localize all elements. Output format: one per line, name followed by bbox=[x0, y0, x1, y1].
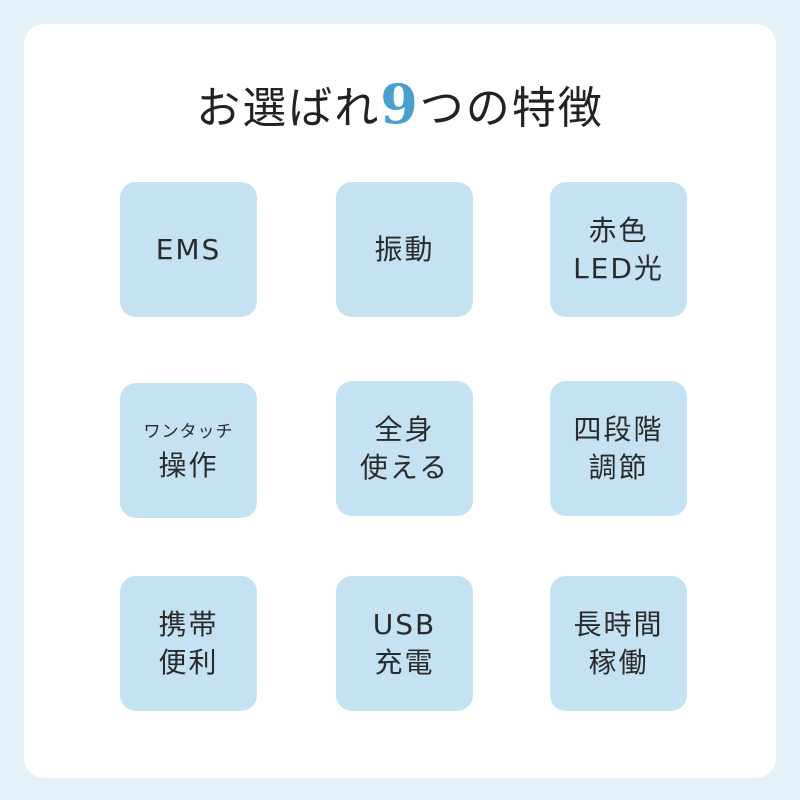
feature-label: 調節 bbox=[588, 450, 649, 484]
feature-vibration: 振動 bbox=[336, 182, 473, 317]
feature-one-touch: ワンタッチ操作 bbox=[120, 383, 257, 518]
page-title: お選ばれ9つの特徴 bbox=[0, 72, 800, 136]
feature-ems: EMS bbox=[120, 182, 257, 317]
feature-label: 四段階 bbox=[573, 412, 664, 446]
feature-label: 操作 bbox=[158, 448, 219, 482]
feature-label: 全身 bbox=[374, 412, 435, 446]
feature-label: ワンタッチ bbox=[143, 421, 234, 442]
feature-long-runtime: 長時間稼働 bbox=[550, 576, 687, 711]
feature-portable: 携帯便利 bbox=[120, 576, 257, 711]
feature-label: USB bbox=[372, 607, 437, 641]
feature-label: 長時間 bbox=[573, 607, 664, 641]
title-text-end: つの特徴 bbox=[419, 83, 604, 134]
feature-label: LED光 bbox=[573, 251, 664, 285]
title-number: 9 bbox=[380, 72, 420, 136]
feature-label: 充電 bbox=[374, 645, 435, 679]
feature-label: 便利 bbox=[158, 645, 219, 679]
feature-label: 赤色 bbox=[588, 213, 649, 247]
feature-label: 使える bbox=[359, 450, 450, 484]
feature-label: 振動 bbox=[374, 232, 435, 266]
feature-usb-charge: USB 充電 bbox=[336, 576, 473, 711]
feature-label: 携帯 bbox=[158, 607, 219, 641]
feature-red-led: 赤色 LED光 bbox=[550, 182, 687, 317]
feature-label: 稼働 bbox=[588, 645, 649, 679]
title-text: お選ばれ bbox=[196, 83, 381, 134]
feature-four-levels: 四段階調節 bbox=[550, 381, 687, 516]
feature-full-body: 全身使える bbox=[336, 381, 473, 516]
feature-label: EMS bbox=[155, 232, 222, 266]
